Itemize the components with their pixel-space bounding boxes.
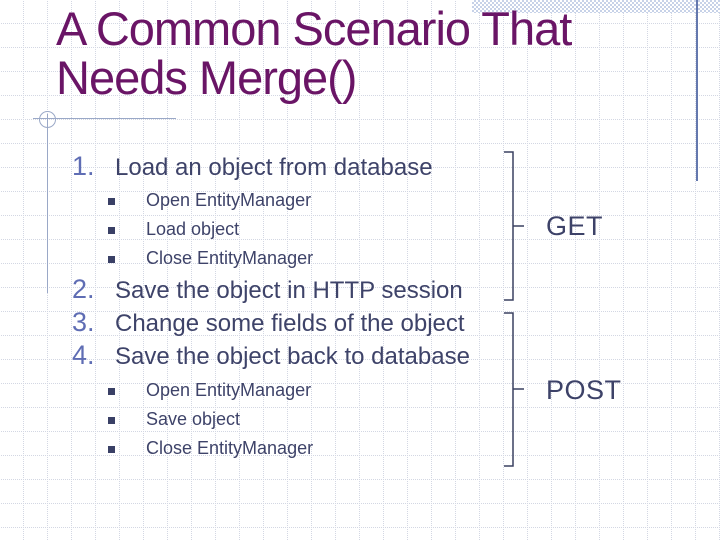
step-4-number: 4. — [72, 340, 95, 370]
post-label: POST — [546, 375, 622, 405]
step-4-substep-1: Open EntityManager — [108, 376, 468, 405]
substep-text: Load object — [146, 219, 240, 239]
post-brace-bracket — [504, 312, 524, 467]
step-4-substep-2: Save object — [108, 405, 468, 434]
substep-text: Open EntityManager — [146, 380, 312, 400]
substep-text: Close EntityManager — [146, 248, 314, 268]
substep-text: Save object — [146, 409, 241, 429]
step-1-substep-1: Open EntityManager — [108, 186, 468, 215]
step-1: 1. Load an object from database — [60, 150, 520, 183]
step-4: 4. Save the object back to database — [60, 339, 520, 372]
step-4-text: Save the object back to database — [115, 343, 470, 370]
crosshair-circle-icon — [39, 111, 56, 128]
square-bullet-icon — [108, 445, 115, 453]
ornament-horizontal-line — [33, 118, 176, 119]
square-bullet-icon — [108, 226, 115, 234]
top-accent-bar — [472, 0, 720, 13]
title-line-2: Needs Merge() — [56, 51, 357, 104]
step-1-substep-2: Load object — [108, 215, 468, 244]
get-brace-bracket — [504, 151, 524, 301]
square-bullet-icon — [108, 416, 115, 424]
step-2-number: 2. — [72, 274, 95, 304]
step-1-text: Load an object from database — [115, 154, 433, 181]
ornament-vertical-line — [47, 114, 48, 293]
step-2: 2. Save the object in HTTP session — [60, 273, 520, 306]
step-4-substep-3: Close EntityManager — [108, 434, 468, 463]
square-bullet-icon — [108, 255, 115, 263]
title-line-1: A Common Scenario That — [56, 2, 572, 55]
step-3-text: Change some fields of the object — [115, 310, 465, 337]
substep-text: Close EntityManager — [146, 438, 314, 458]
step-3-number: 3. — [72, 307, 95, 337]
square-bullet-icon — [108, 197, 115, 205]
step-2-text: Save the object in HTTP session — [115, 277, 463, 304]
right-accent-line — [696, 0, 698, 181]
substep-text: Open EntityManager — [146, 190, 312, 210]
square-bullet-icon — [108, 387, 115, 395]
step-1-substep-3: Close EntityManager — [108, 244, 468, 273]
step-3: 3. Change some fields of the object — [60, 306, 520, 339]
step-1-number: 1. — [72, 151, 95, 181]
get-label: GET — [546, 211, 604, 241]
